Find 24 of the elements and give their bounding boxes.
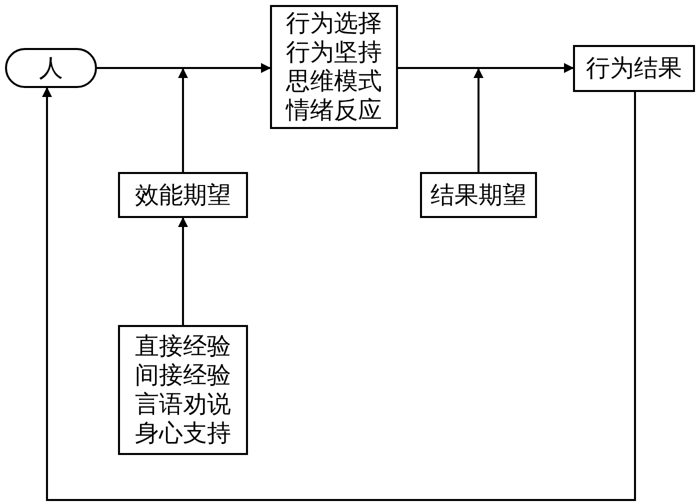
box-text: 行为选择 <box>286 9 382 38</box>
box-text: 思维模式 <box>286 67 382 96</box>
box-text: 言语劝说 <box>135 390 231 419</box>
text-box <box>118 172 248 218</box>
box-text: 行为坚持 <box>286 38 382 67</box>
box-text: 人 <box>39 54 63 82</box>
person-terminal <box>5 48 97 88</box>
text-box <box>573 45 695 92</box>
arrow <box>42 87 636 501</box>
text-box <box>118 325 248 455</box>
arrow <box>178 217 188 325</box>
text-box <box>420 172 537 218</box>
box-text: 效能期望 <box>135 180 231 210</box>
box-text: 直接经验 <box>135 332 231 361</box>
arrow <box>97 63 271 73</box>
box-text: 身心支持 <box>135 419 231 448</box>
arrow <box>178 68 188 172</box>
arrow <box>474 68 484 172</box>
box-text: 结果期望 <box>430 180 526 210</box>
box-text: 间接经验 <box>135 361 231 390</box>
box-text: 情绪反应 <box>286 96 382 125</box>
text-box <box>270 5 398 129</box>
box-text: 行为结果 <box>586 54 682 83</box>
arrow <box>398 63 574 73</box>
